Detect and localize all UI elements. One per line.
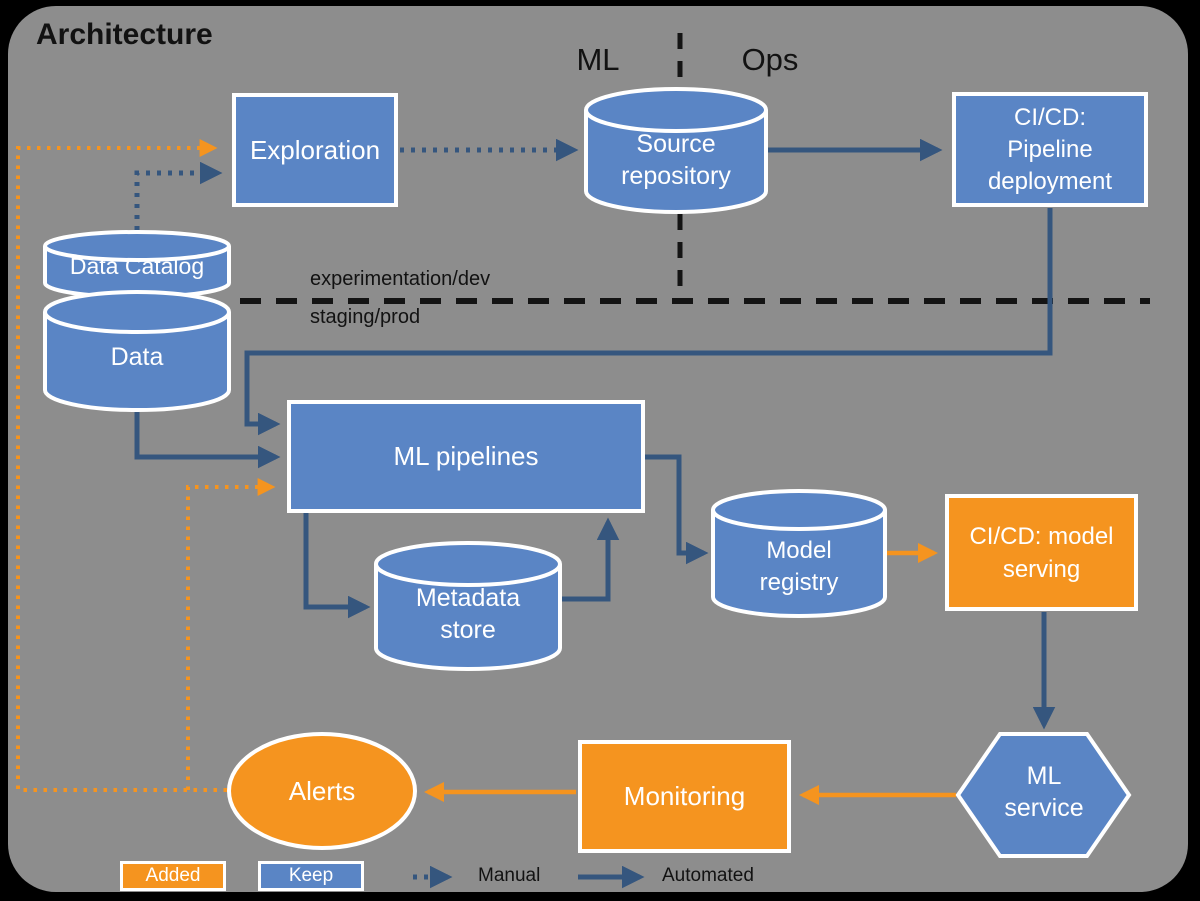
- zone-label-ops: Ops: [741, 42, 799, 77]
- node-source-repository-label: Source repository: [586, 128, 766, 192]
- cicd-pipeline-line1: CI/CD:: [1014, 103, 1086, 131]
- arrow-data-to-ml-pipelines: [134, 408, 281, 469]
- node-cicd-pipeline-deployment: CI/CD: Pipeline deployment: [952, 92, 1148, 207]
- arrow-ml-pipelines-to-metadata-store: [303, 513, 371, 619]
- ml-service-line2: service: [1004, 794, 1084, 822]
- arrow-cicd-pipeline-to-ml-pipelines: [244, 208, 1053, 436]
- arrow-alerts-to-ml-pipelines: [186, 478, 276, 790]
- metadata-store-cylinder: [374, 541, 562, 671]
- node-data-catalog-label: Data Catalog: [69, 253, 205, 279]
- data-cylinder: [43, 290, 231, 412]
- legend-added-label: Added: [145, 865, 201, 886]
- node-model-registry-label: Model registry: [713, 535, 885, 599]
- ml-service-line1: ML: [1026, 762, 1062, 790]
- source-repo-line2: repository: [621, 162, 731, 190]
- data-catalog-cylinder: [43, 230, 231, 299]
- environment-label-dev: experimentation/dev: [310, 268, 491, 290]
- cicd-serving-line2: serving: [1002, 555, 1081, 583]
- ml-service-hexagon: [955, 732, 1132, 858]
- cicd-pipeline-line2: Pipeline: [1007, 135, 1093, 163]
- arrow-data-catalog-to-exploration: [134, 161, 223, 230]
- node-exploration-label: Exploration: [249, 134, 381, 165]
- node-metadata-store-label: Metadata store: [376, 582, 560, 646]
- zone-label-ml: ML: [576, 42, 620, 77]
- arrow-metadata-store-to-ml-pipelines: [562, 517, 620, 602]
- node-data-label: Data: [110, 343, 164, 371]
- alerts-ellipse: [227, 732, 417, 850]
- metadata-store-line2: store: [440, 616, 496, 644]
- model-registry-line2: registry: [759, 569, 839, 596]
- node-monitoring: Monitoring: [578, 740, 791, 853]
- cicd-serving-line1: CI/CD: model: [969, 522, 1114, 550]
- legend-added: Added: [120, 861, 226, 891]
- node-monitoring-label: Monitoring: [623, 781, 746, 811]
- metadata-store-line1: Metadata: [415, 584, 521, 612]
- node-ml-pipelines: ML pipelines: [287, 400, 645, 513]
- node-exploration: Exploration: [232, 93, 398, 207]
- node-cicd-model-serving: CI/CD: model serving: [945, 494, 1138, 611]
- cicd-pipeline-line3: deployment: [987, 167, 1113, 195]
- model-registry-line1: Model: [766, 537, 832, 564]
- node-alerts-label: Alerts: [288, 776, 356, 806]
- model-registry-cylinder: [711, 489, 887, 618]
- source-repository-cylinder: [584, 87, 768, 214]
- arrow-ml-pipelines-to-model-registry: [645, 454, 709, 565]
- legend-keep: Keep: [258, 861, 364, 891]
- arrow-alerts-to-exploration: [16, 139, 227, 792]
- node-ml-service-label: ML service: [973, 760, 1115, 824]
- legend-manual-label: Manual: [478, 865, 541, 886]
- legend-automated-label: Automated: [662, 865, 754, 886]
- legend-keep-label: Keep: [288, 865, 334, 886]
- environment-label-prod: staging/prod: [310, 306, 421, 328]
- source-repo-line1: Source: [636, 130, 716, 158]
- page-title: Architecture: [36, 18, 213, 51]
- node-ml-pipelines-label: ML pipelines: [393, 441, 539, 471]
